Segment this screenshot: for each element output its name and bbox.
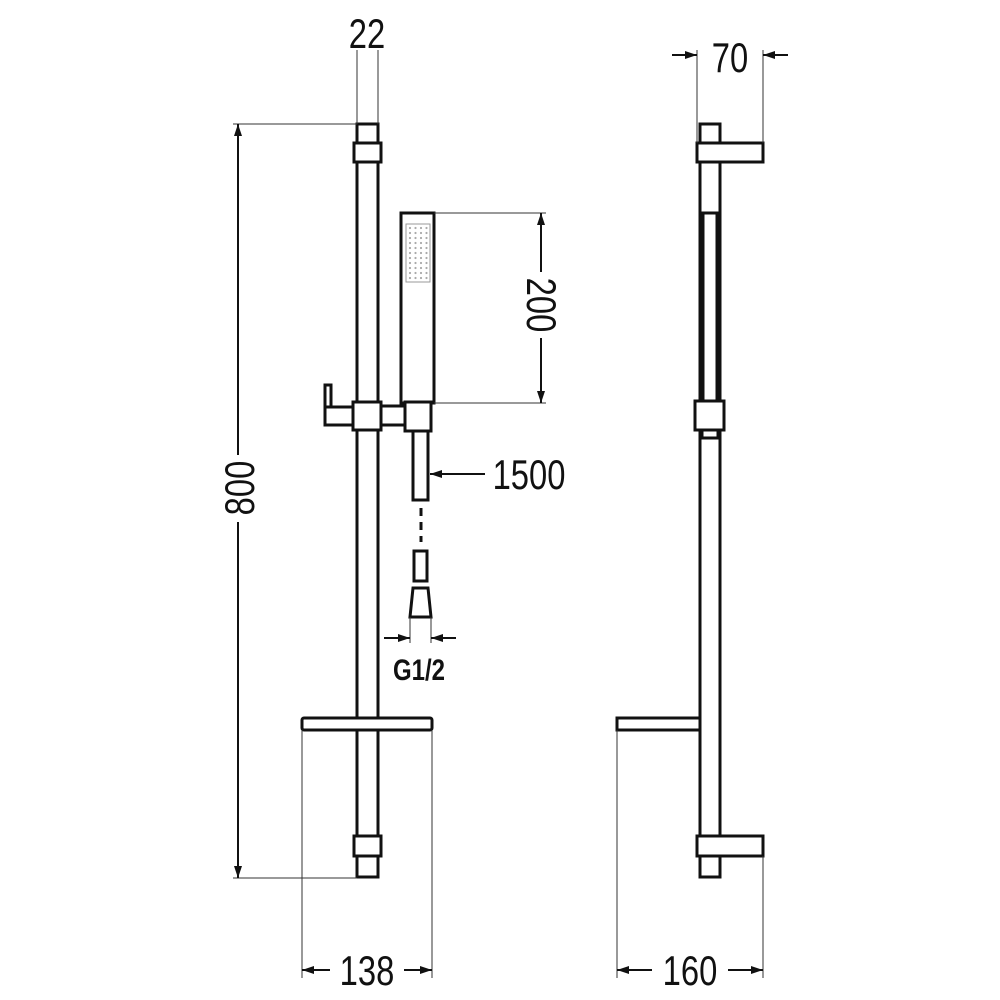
spray-nozzle-dot (408, 246, 412, 250)
spray-nozzle-dot (425, 226, 428, 230)
spray-nozzle-dot (419, 256, 423, 260)
spray-nozzle-dot (414, 236, 417, 240)
spray-nozzle-dot (419, 236, 423, 240)
spray-nozzle-dot (419, 231, 423, 235)
spray-nozzle-dot (408, 231, 412, 235)
spray-nozzle-dot (408, 261, 412, 265)
soap-shelf-side (615, 716, 702, 732)
bottom-bracket (352, 834, 383, 858)
dim-label-160: 160 (663, 947, 718, 994)
dim-label-70: 70 (712, 34, 748, 81)
dim-label-1500: 1500 (493, 451, 566, 498)
top-bracket (352, 141, 383, 164)
shower-holder (403, 400, 433, 433)
spray-nozzle-dot (414, 261, 417, 265)
dimension-1500: 1500 (430, 451, 565, 498)
spray-nozzle-dot (419, 271, 423, 275)
spray-nozzle-dot (414, 271, 417, 275)
spray-nozzle-dot (425, 271, 428, 275)
spray-nozzle-dot (419, 266, 423, 270)
spray-nozzle-dot (408, 236, 412, 240)
dimension-160: 160 (616, 730, 764, 994)
bottom-cap (355, 854, 380, 879)
spray-nozzle-dot (425, 256, 428, 260)
spray-nozzle-dot (408, 251, 412, 255)
dim-label-g12: G1/2 (393, 652, 445, 686)
dimension-800: 800 (216, 123, 357, 879)
side-view (615, 122, 765, 879)
spray-nozzle-dot (425, 276, 428, 280)
spray-nozzle-dot (414, 226, 417, 230)
spray-nozzle-dot (419, 241, 423, 245)
spray-nozzle-dot (408, 226, 412, 230)
spray-nozzle-dot (408, 271, 412, 275)
spray-nozzle-dot (425, 236, 428, 240)
spray-nozzle-dot (414, 251, 417, 255)
spray-nozzle-dot (414, 231, 417, 235)
spray-nozzle-dot (408, 266, 412, 270)
spray-nozzle-dot (419, 226, 423, 230)
rail-bar (355, 122, 380, 879)
dimension-70: 70 (672, 34, 788, 143)
dimension-22: 22 (349, 10, 385, 124)
bottom-cap-side (698, 854, 722, 879)
hose-nut (408, 586, 433, 619)
dimension-138: 138 (301, 730, 433, 994)
top-cap (355, 122, 380, 145)
dim-label-22: 22 (349, 10, 385, 57)
spray-nozzle-dot (408, 241, 412, 245)
spray-nozzle-dot (414, 266, 417, 270)
dim-label-800: 800 (216, 461, 263, 516)
spray-nozzle-dot (419, 246, 423, 250)
spray-nozzle-dot (425, 246, 428, 250)
spray-nozzle-dot (419, 251, 423, 255)
spray-nozzle-dot (414, 246, 417, 250)
spray-nozzle-dot (425, 261, 428, 265)
top-bracket-side (695, 141, 765, 164)
dim-label-138: 138 (340, 947, 395, 994)
spray-nozzle-dot (425, 251, 428, 255)
slider-lever-base (323, 405, 355, 427)
spray-nozzle-dot (408, 276, 412, 280)
dim-label-200: 200 (518, 278, 565, 333)
spray-nozzle-dot (425, 231, 428, 235)
hose-top (411, 429, 430, 502)
dimension-200: 200 (434, 212, 565, 404)
spray-nozzle-dot (414, 241, 417, 245)
hose-connector (412, 549, 429, 583)
top-cap-side (698, 122, 722, 145)
slider-collar (351, 400, 383, 432)
hand-shower-side (701, 211, 719, 407)
spray-nozzle-grid (405, 223, 431, 283)
spray-nozzle-dot (425, 241, 428, 245)
front-view (300, 122, 436, 879)
spray-nozzle-dot (425, 266, 428, 270)
dimension-g12: G1/2 (384, 617, 456, 687)
bottom-bracket-side (695, 834, 765, 858)
spray-nozzle-dot (419, 261, 423, 265)
holder-arm (379, 404, 407, 427)
spray-nozzle-dot (414, 256, 417, 260)
spray-nozzle-dot (414, 276, 417, 280)
spray-nozzle-dot (419, 276, 423, 280)
spray-nozzle-dot (408, 256, 412, 260)
soap-shelf (300, 716, 434, 732)
slider-collar-side (693, 399, 726, 432)
